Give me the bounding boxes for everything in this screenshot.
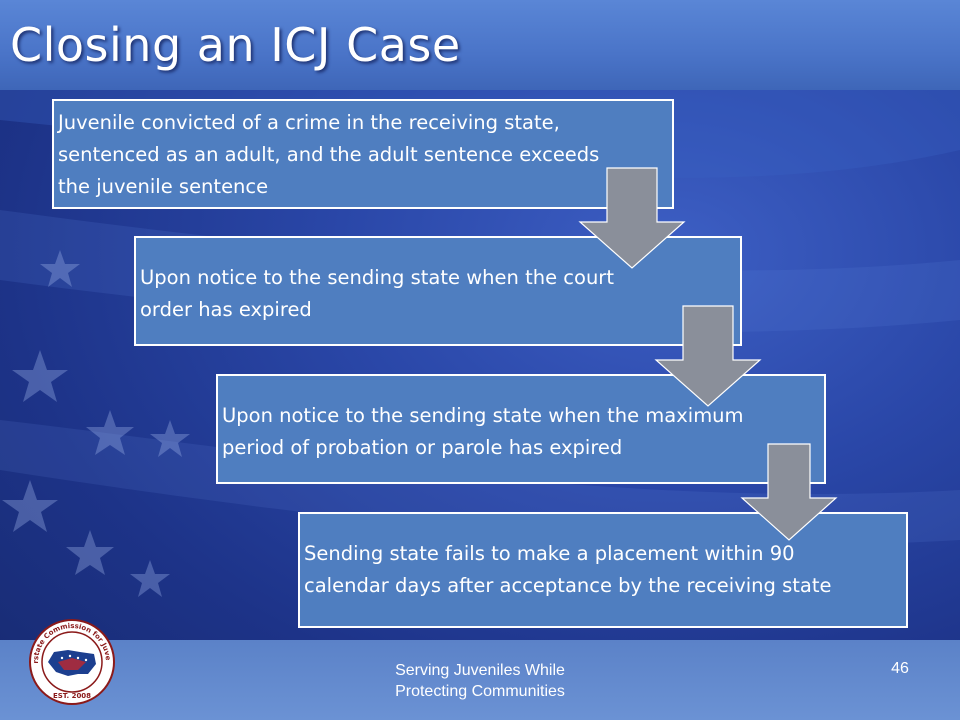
step-text-line: Juvenile convicted of a crime in the rec… bbox=[58, 111, 560, 134]
footer-line: Serving Juveniles While bbox=[395, 662, 565, 679]
process-step-2: Upon notice to the sending state when th… bbox=[134, 236, 742, 346]
footer-line: Protecting Communities bbox=[395, 683, 565, 700]
process-step-3: Upon notice to the sending state when th… bbox=[216, 374, 826, 484]
title-band bbox=[0, 0, 960, 90]
stars-decoration bbox=[2, 250, 190, 597]
step-text-line: calendar days after acceptance by the re… bbox=[304, 574, 832, 597]
slide-title: Closing an ICJ Case bbox=[10, 18, 461, 72]
step-text-line: Upon notice to the sending state when th… bbox=[140, 266, 614, 289]
step-text-line: order has expired bbox=[140, 298, 312, 321]
process-step-1: Juvenile convicted of a crime in the rec… bbox=[52, 99, 674, 209]
page-number: 46 bbox=[891, 660, 909, 677]
step-text-line: Sending state fails to make a placement … bbox=[304, 542, 795, 565]
logo-est-text: EST. 2008 bbox=[53, 692, 91, 700]
step-text-line: Upon notice to the sending state when th… bbox=[222, 404, 744, 427]
step-text-line: the juvenile sentence bbox=[58, 175, 269, 198]
footer-band bbox=[0, 640, 960, 720]
process-step-4: Sending state fails to make a placement … bbox=[298, 512, 908, 628]
step-text-line: period of probation or parole has expire… bbox=[222, 436, 623, 459]
commission-seal-logo: Interstate Commission for Juveniles EST.… bbox=[28, 618, 115, 705]
step-text-line: sentenced as an adult, and the adult sen… bbox=[58, 143, 600, 166]
footer-tagline: Serving Juveniles While Protecting Commu… bbox=[330, 660, 630, 702]
